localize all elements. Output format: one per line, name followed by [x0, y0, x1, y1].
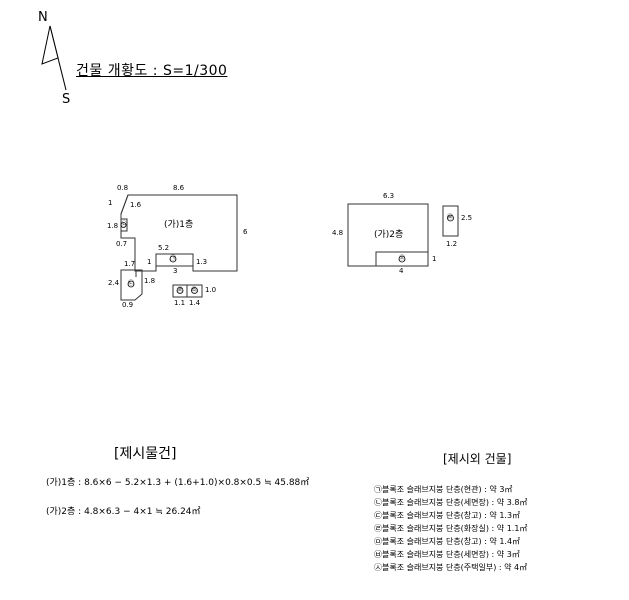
annex-f-dim-bottom: 1.2: [446, 240, 458, 248]
floor1-dim-right: 6: [243, 228, 248, 236]
floor1-dim-left-top: 1: [108, 199, 113, 207]
floor1-dim-notch-bottom: 3: [173, 267, 178, 275]
excluded-item: ㉣블록조 슬래브지붕 단층(화장실) : 약 1.1㎡: [374, 524, 528, 533]
annex-de-dim-bottom-right: 1.4: [189, 299, 201, 307]
floor2-dim-bottom: 4: [399, 267, 404, 275]
floor1-mark-a: ㉡: [121, 221, 128, 228]
floor2-dim-right-small: 1: [432, 255, 437, 263]
formula-floor1: (가)1층 : 8.6×6 − 5.2×1.3 + (1.6+1.0)×0.8×…: [46, 478, 310, 488]
annex-c-dim-bottom: 0.9: [122, 301, 134, 309]
floor2-label: (가)2층: [374, 230, 404, 240]
formula-floor2: (가)2층 : 4.8×6.3 − 4×1 ≒ 26.24㎡: [46, 507, 201, 517]
floor2-mark: ㉦: [399, 255, 406, 262]
floor1-dim-top: 8.6: [173, 184, 185, 192]
compass-arrow: [41, 25, 67, 91]
annex-f-outline: [442, 205, 459, 237]
excluded-item: ㉦블록조 슬래브지붕 단층(주택일부) : 약 4㎡: [374, 563, 528, 572]
annex-e-mark: ㉤: [191, 287, 198, 294]
annex-f-mark: ㉥: [447, 214, 454, 221]
annex-c-outline: [120, 269, 143, 301]
annex-c-dim-left: 2.4: [108, 279, 120, 287]
excluded-header: [제시외 건물]: [443, 452, 512, 466]
annex-d-mark: ㉣: [177, 287, 184, 294]
floor1-label: (가)1층: [164, 220, 194, 230]
compass-south-label: S: [62, 92, 71, 107]
annex-c-dim-top: 1.7: [124, 260, 136, 268]
annex-c-mark: ㉢: [128, 280, 135, 287]
excluded-item: ㉤블록조 슬래브지붕 단층(창고) : 약 1.4㎡: [374, 537, 521, 546]
annex-de-dim-right: 1.0: [205, 286, 217, 294]
compass-north-label: N: [38, 10, 48, 25]
floor1-mark-b: ㉠: [170, 255, 177, 262]
excluded-item: ㉠블록조 슬래브지붕 단층(현관) : 약 3㎡: [374, 485, 513, 494]
drawing-title: 건물 개황도 : S=1/300: [76, 63, 228, 79]
excluded-item: ㉥블록조 슬래브지붕 단층(세면장) : 약 3㎡: [374, 550, 520, 559]
annex-f-dim-right: 2.5: [461, 214, 473, 222]
annex-de-outline: [172, 284, 203, 298]
annex-de-dim-bottom-left: 1.1: [174, 299, 186, 307]
circled-marks: [120, 214, 454, 294]
conditions-header: [제시물건]: [114, 446, 177, 462]
floor2-outline: [347, 203, 429, 267]
annex-c-dim-right: 1.8: [144, 277, 156, 285]
excluded-item: ㉡블록조 슬래브지붕 단층(세면장) : 약 3.8㎡: [374, 498, 528, 507]
floor2-dim-left: 4.8: [332, 229, 344, 237]
floor1-dim-notch-w: 5.2: [158, 244, 170, 252]
floor2-dim-top: 6.3: [383, 192, 395, 200]
floor1-dim-notch-right: 1.3: [196, 258, 208, 266]
floor1-dim-left-small: 1.6: [130, 201, 142, 209]
floor1-dim-top-left: 0.8: [117, 184, 129, 192]
floor1-dim-left-mid: 1.8: [107, 222, 119, 230]
excluded-item: ㉢블록조 슬래브지붕 단층(창고) : 약 1.3㎡: [374, 511, 521, 520]
floor1-dim-left-low: 0.7: [116, 240, 128, 248]
floor1-dim-notch-left: 1: [147, 258, 152, 266]
